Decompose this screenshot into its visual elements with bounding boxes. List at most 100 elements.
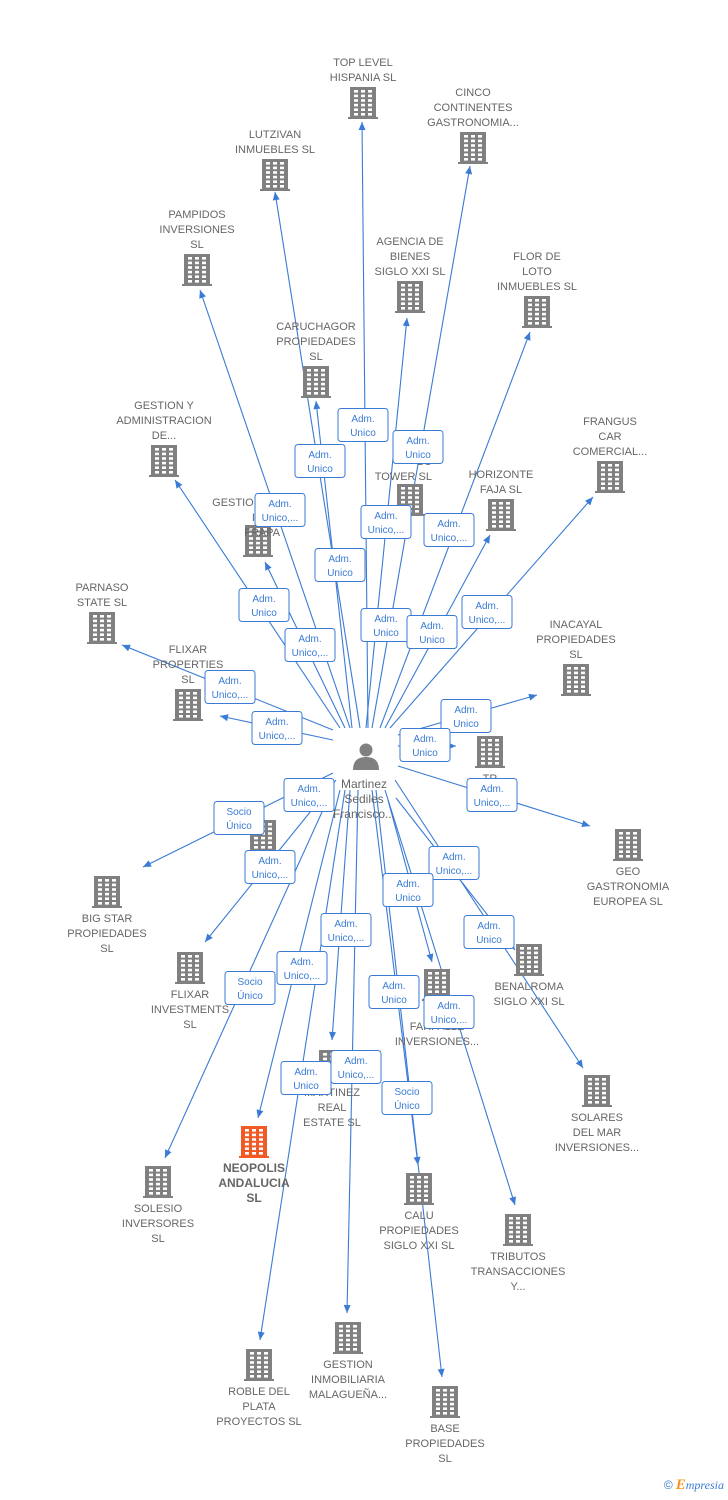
role-badge[interactable]: Adm.Unico [314, 548, 366, 582]
role-badge[interactable]: Adm.Unico,... [461, 595, 513, 629]
role-badge-text: Adm. [437, 519, 460, 530]
role-badge[interactable]: Adm.Unico [360, 608, 412, 642]
role-badge[interactable]: Adm.Unico [392, 430, 444, 464]
node-label-line: DEL MAR [573, 1127, 622, 1139]
arrowhead [509, 1196, 516, 1205]
role-badge[interactable]: Adm.Unico,... [423, 513, 475, 547]
node-label-line: TOP LEVEL [333, 57, 393, 69]
role-badge[interactable]: Adm.Unico,... [204, 670, 256, 704]
node-label-line: GESTION Y [134, 400, 194, 412]
node-label-line: DE... [152, 430, 176, 442]
company-node-tributos[interactable]: TRIBUTOSTRANSACCIONESY... [471, 1214, 566, 1293]
empresia-logo[interactable]: ©Empresia [664, 1477, 724, 1494]
role-badge[interactable]: Adm.Unico,... [320, 913, 372, 947]
role-badge[interactable]: Adm.Unico [463, 915, 515, 949]
node-label-line: HORIZONTE [469, 469, 534, 481]
role-badge-text: Unico [293, 1081, 319, 1092]
role-badge-box [423, 995, 475, 1029]
node-label-line: ANDALUCIA [218, 1176, 290, 1190]
role-badge[interactable]: Adm.Unico,... [276, 951, 328, 985]
arrowhead [257, 1331, 265, 1340]
company-node-gestion-inmobiliaria[interactable]: GESTIONINMOBILIARIAMALAGUEÑA... [309, 1322, 387, 1401]
role-badge[interactable]: Adm. Unico [280, 1061, 332, 1095]
center-label-line: Francisco... [333, 807, 395, 821]
company-node-cinco-continentes[interactable]: CINCOCONTINENTESGASTRONOMIA... [427, 87, 519, 164]
node-label-line: Y... [510, 1281, 525, 1293]
role-badge[interactable]: Adm.Unico,... [254, 493, 306, 527]
role-badge-text: Unico,... [291, 798, 328, 809]
role-badge-text: Adm. [437, 1001, 460, 1012]
role-badge-box [463, 915, 515, 949]
role-badge[interactable]: Adm.Unico,... [283, 778, 335, 812]
node-label-line: PROPIEDADES [405, 1438, 484, 1450]
company-node-frangus[interactable]: FRANGUSCARCOMERCIAL... [573, 416, 648, 493]
role-badge[interactable]: Adm.Unico,... [360, 505, 412, 539]
role-badge[interactable]: Adm.Unico [399, 728, 451, 762]
role-badge-text: Unico,... [262, 513, 299, 524]
role-badge-text: Socio [394, 1087, 419, 1098]
role-badge[interactable]: Adm.Unico [294, 444, 346, 478]
company-node-gestion-administracion[interactable]: GESTION YADMINISTRACIONDE... [116, 400, 212, 477]
role-badge-text: Unico,... [212, 690, 249, 701]
building-icon [182, 254, 212, 286]
node-label-line: BIENES [390, 251, 430, 263]
company-node-tr-node[interactable]: TR [475, 736, 505, 785]
node-label-line: FAJA SL [480, 484, 522, 496]
arrowhead [585, 497, 593, 506]
node-label-line: ESTATE SL [303, 1117, 361, 1129]
node-label-line: SL [151, 1233, 164, 1245]
role-badge[interactable]: Adm.Unico,... [423, 995, 475, 1029]
role-badge-text: Adm. [413, 734, 436, 745]
role-badge[interactable]: Adm.Unico,... [244, 850, 296, 884]
role-badge[interactable]: Adm.Unico [337, 408, 389, 442]
role-badge[interactable]: Adm.Unico,... [428, 846, 480, 880]
role-badge[interactable]: Adm.Unico,... [251, 711, 303, 745]
node-label-line: CALU [404, 1210, 433, 1222]
node-label-line: BIG STAR [82, 913, 133, 925]
node-label-line: INVERSIONES... [555, 1142, 639, 1154]
role-badge[interactable]: Adm.Unico,... [284, 628, 336, 662]
role-badge-text: Adm. [294, 1067, 317, 1078]
center-node[interactable]: MartinezSedilesFrancisco... [333, 743, 395, 822]
node-label-line: PROPIEDADES [67, 928, 146, 940]
role-badge[interactable]: Adm.Unico,... [330, 1050, 382, 1084]
role-badge[interactable]: Adm.Unico [382, 873, 434, 907]
role-badge[interactable]: Adm.Unico [440, 699, 492, 733]
role-badge[interactable]: Adm.Unico [238, 588, 290, 622]
arrowhead [313, 401, 321, 410]
building-icon [486, 499, 516, 531]
role-badge-text: Unico [327, 568, 353, 579]
role-badge-text: Unico [405, 450, 431, 461]
role-badge-box [337, 408, 389, 442]
role-badge-box [360, 505, 412, 539]
role-badge[interactable]: Adm.Unico [368, 975, 420, 1009]
company-node-horizonte-faja[interactable]: HORIZONTE FAJA SL [469, 469, 534, 531]
role-badge-text: Unico,... [469, 615, 506, 626]
role-badge-box [284, 628, 336, 662]
role-badge[interactable]: Adm.Unico [406, 615, 458, 649]
arrowhead [402, 318, 410, 327]
role-badge[interactable]: Adm.Unico,... [466, 778, 518, 812]
